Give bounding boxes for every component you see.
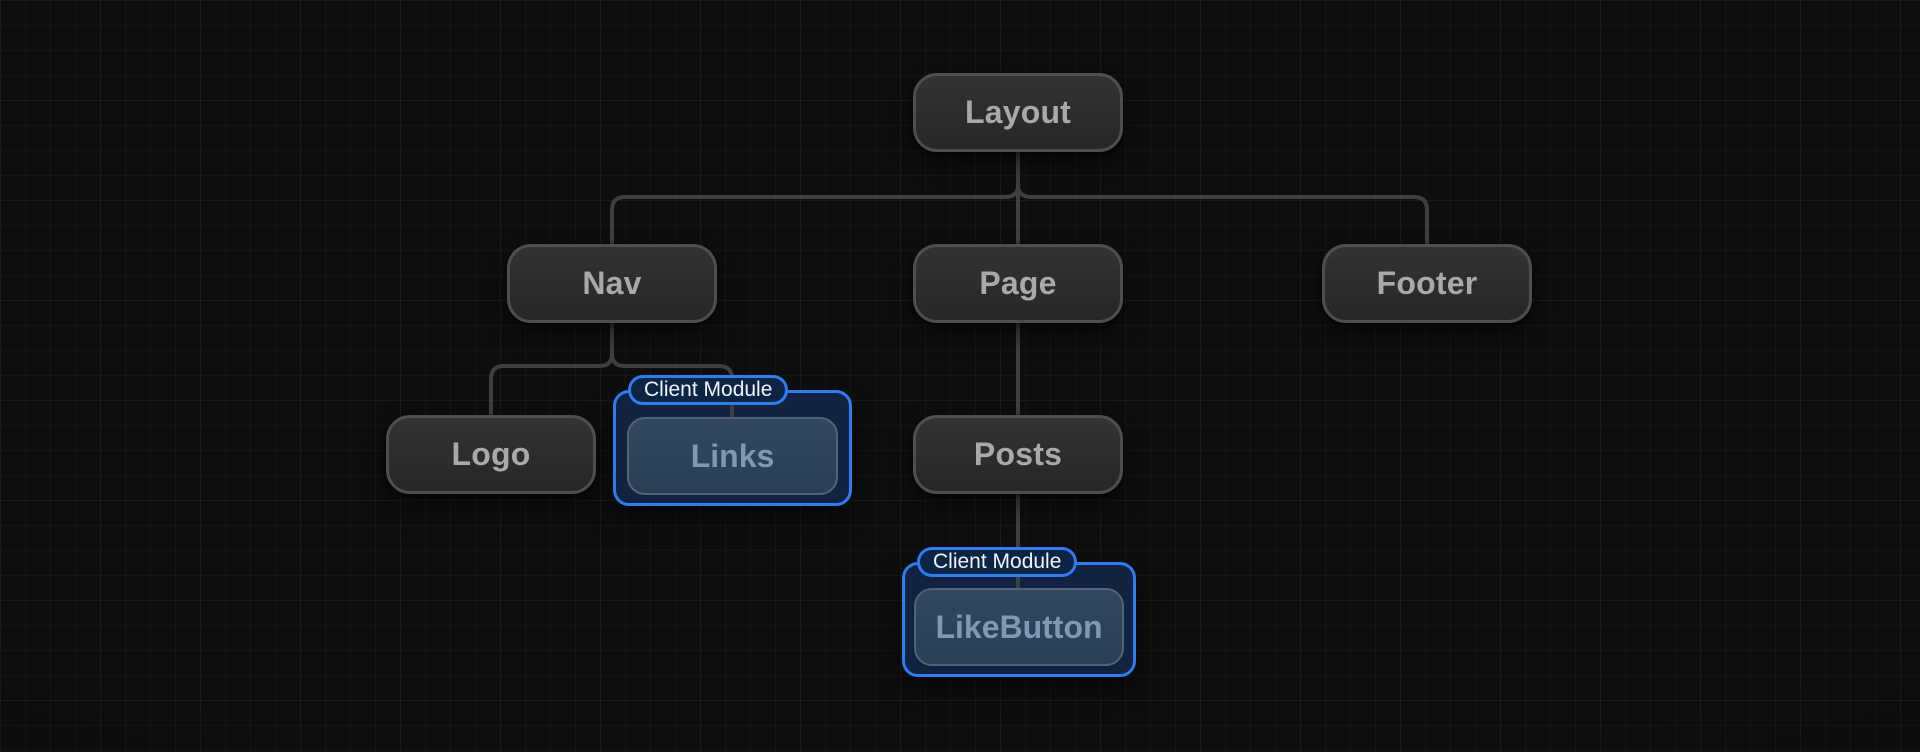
node-posts[interactable]: Posts xyxy=(913,415,1123,494)
node-likebutton-label: LikeButton xyxy=(935,608,1103,645)
client-module-badge-likebutton: Client Module xyxy=(917,547,1078,577)
client-module-badge-links: Client Module xyxy=(628,375,789,405)
edge-nav-links xyxy=(610,323,734,417)
node-layout[interactable]: Layout xyxy=(913,73,1123,152)
node-logo-label: Logo xyxy=(451,436,531,472)
node-logo[interactable]: Logo xyxy=(386,415,596,494)
node-page-label: Page xyxy=(979,265,1057,301)
node-layout-label: Layout xyxy=(964,94,1072,130)
node-footer[interactable]: Footer xyxy=(1322,244,1532,323)
edge-layout-nav xyxy=(610,152,1020,244)
node-nav-label: Nav xyxy=(582,265,642,301)
node-links[interactable]: Links xyxy=(627,417,838,495)
edge-nav-logo xyxy=(489,323,614,415)
node-posts-label: Posts xyxy=(973,436,1063,472)
edge-layout-footer xyxy=(1016,152,1429,244)
node-footer-label: Footer xyxy=(1376,265,1478,301)
node-links-label: Links xyxy=(690,437,775,474)
node-likebutton[interactable]: LikeButton xyxy=(914,588,1124,666)
node-nav[interactable]: Nav xyxy=(507,244,717,323)
node-page[interactable]: Page xyxy=(913,244,1123,323)
